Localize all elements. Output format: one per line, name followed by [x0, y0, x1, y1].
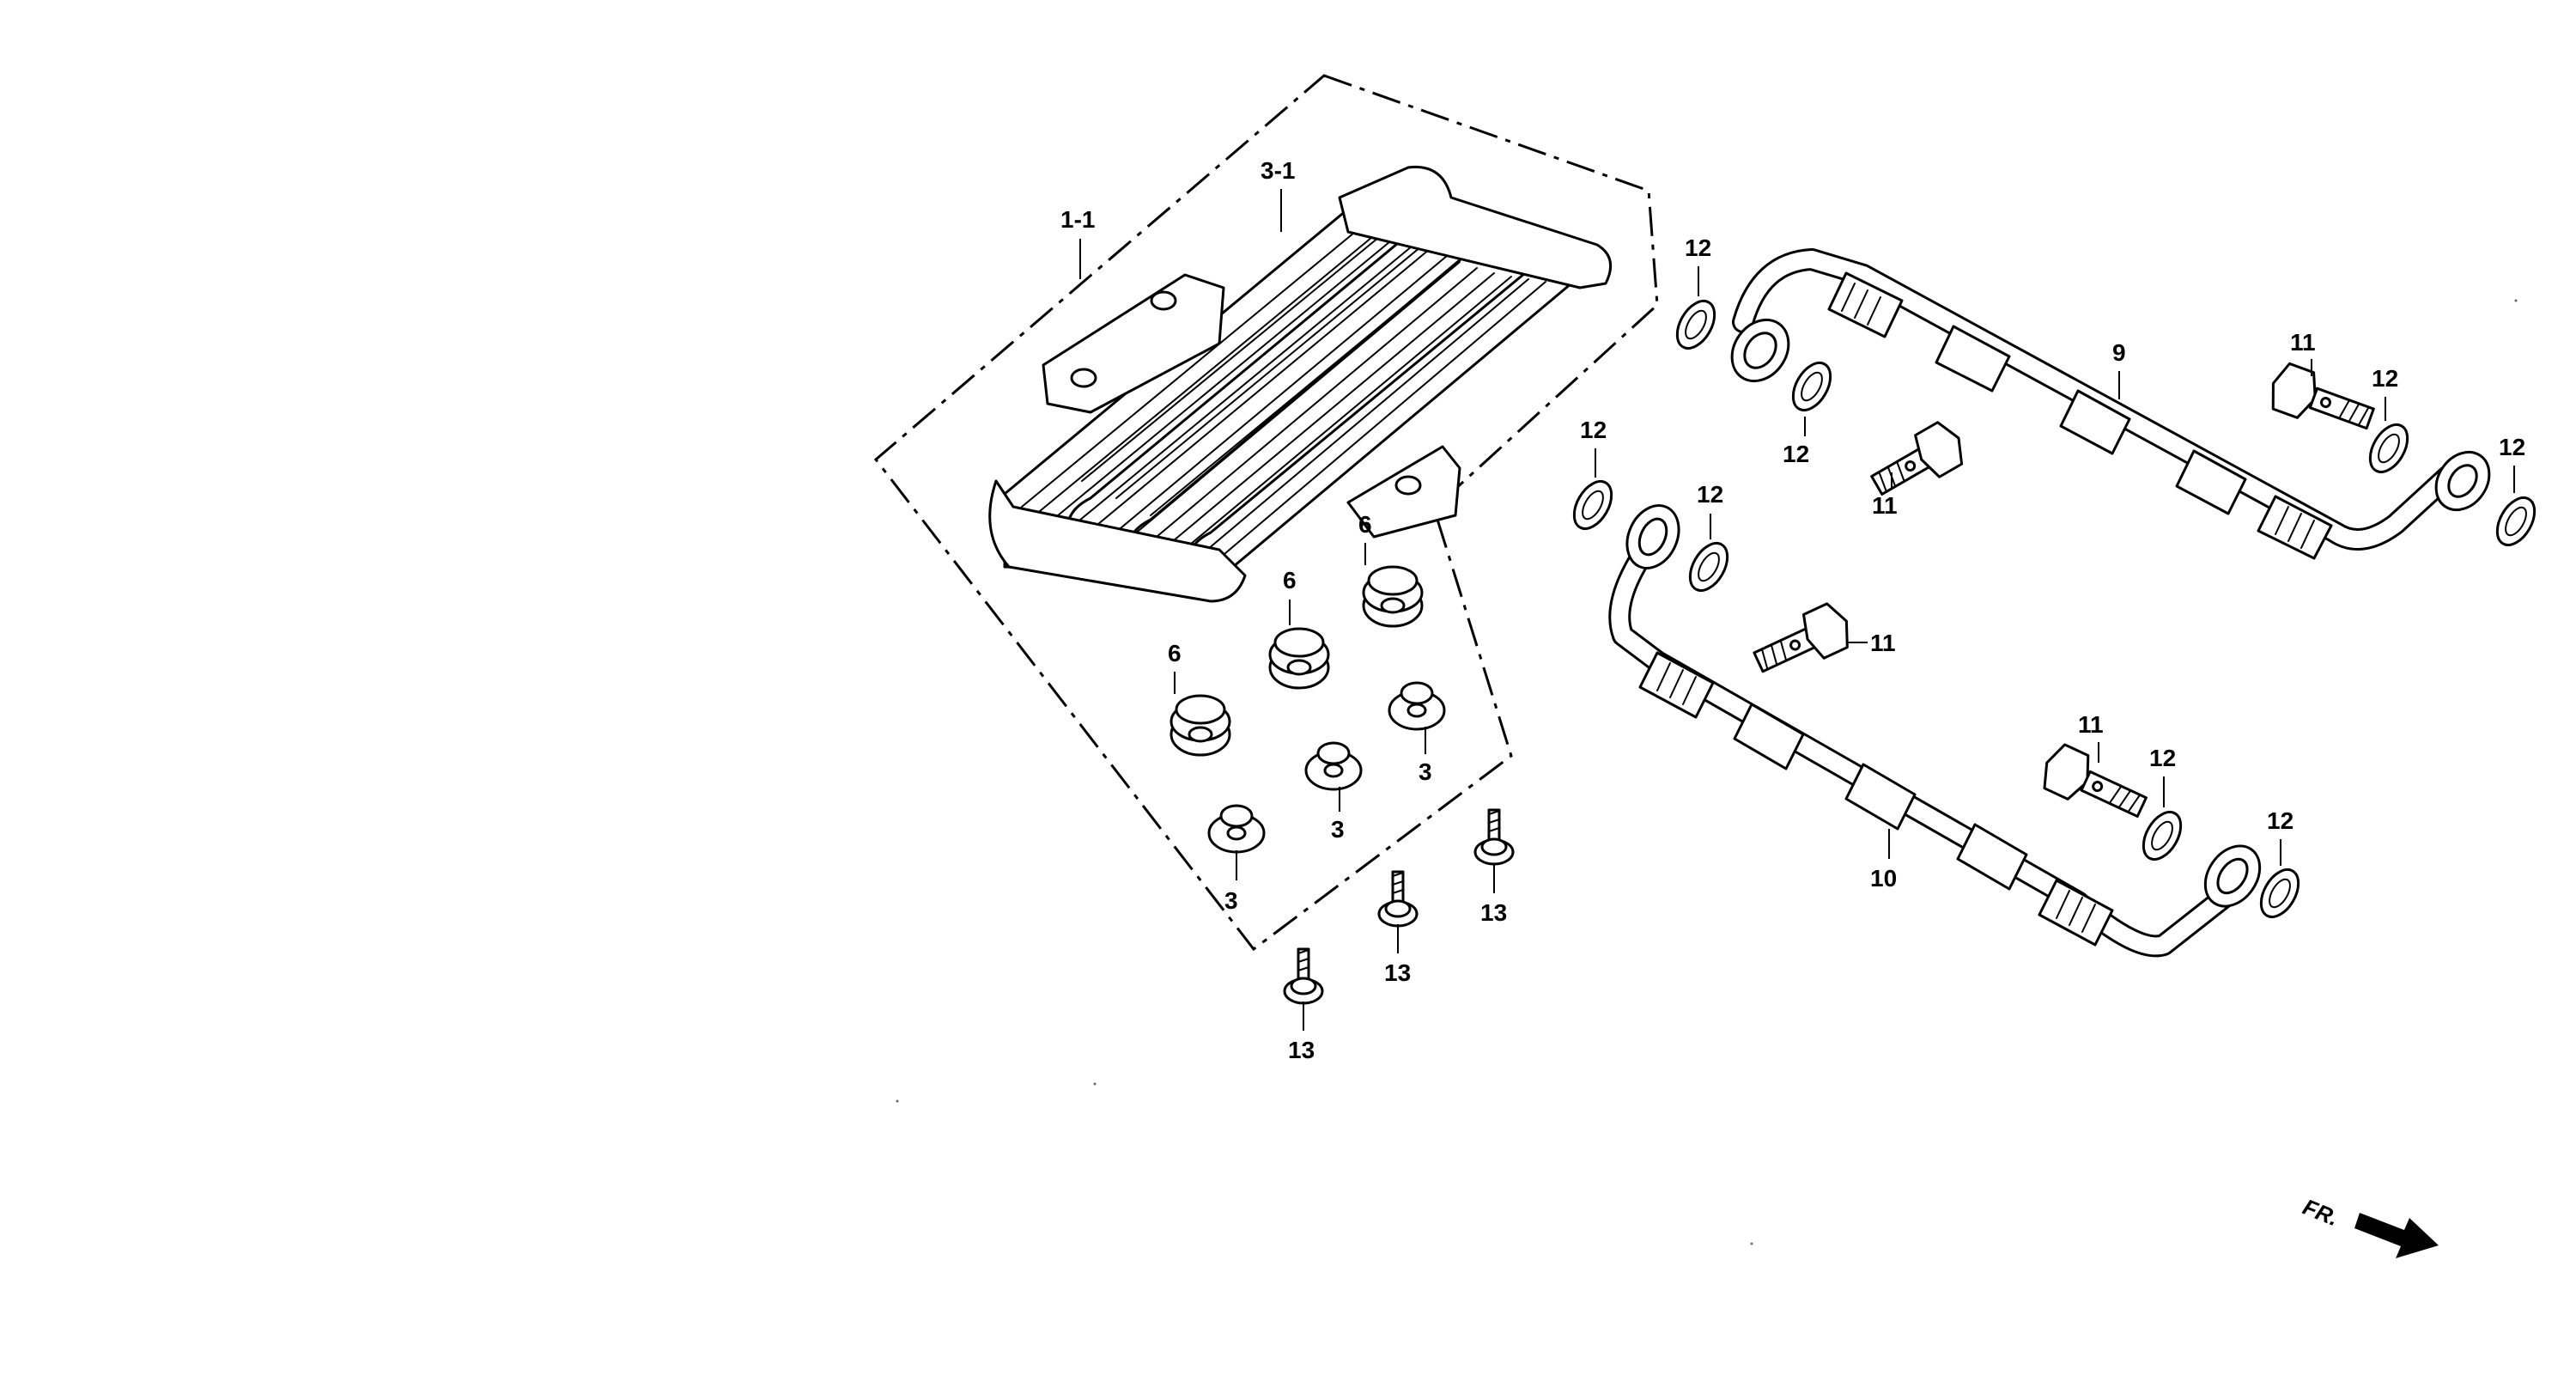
- label-collar: 3: [1331, 816, 1345, 843]
- sealing-washer[interactable]: [1566, 475, 1619, 535]
- bolt[interactable]: [1283, 947, 1324, 1005]
- sealing-washer[interactable]: [2362, 418, 2415, 478]
- label-oil-cooler: 1-1: [1060, 206, 1095, 233]
- front-direction-marker: FR.: [2300, 1194, 2439, 1258]
- label-sealing-washer: 12: [1685, 234, 1711, 261]
- label-sealing-washer: 12: [2267, 807, 2293, 834]
- label-collar: 3: [1224, 887, 1238, 914]
- banjo-bolt[interactable]: [2265, 361, 2379, 441]
- label-banjo-bolt: 11: [1870, 630, 1896, 656]
- label-sealing-washer: 12: [2149, 745, 2176, 771]
- label-bolt: 13: [1480, 899, 1507, 926]
- bolt[interactable]: [1377, 870, 1419, 928]
- label-oil-hose-upper: 9: [2112, 339, 2126, 366]
- label-sealing-washer: 12: [2372, 365, 2398, 392]
- front-arrow-icon: [2354, 1213, 2439, 1258]
- sealing-washer[interactable]: [2136, 806, 2188, 866]
- sealing-washer[interactable]: [2253, 863, 2306, 923]
- label-grommet: 6: [1358, 511, 1372, 538]
- label-banjo-bolt: 11: [2290, 329, 2316, 356]
- label-sealing-washer: 12: [1580, 417, 1607, 443]
- label-grommet: 6: [1283, 567, 1297, 594]
- front-label: FR.: [2300, 1194, 2342, 1232]
- banjo-bolt[interactable]: [1865, 417, 1971, 506]
- collar[interactable]: [1304, 741, 1363, 791]
- collar[interactable]: [1207, 804, 1266, 854]
- label-bolt: 13: [1384, 959, 1411, 986]
- label-grommet: 6: [1168, 640, 1182, 667]
- sealing-washer[interactable]: [2489, 491, 2542, 551]
- oil-hose-upper[interactable]: [1721, 248, 2500, 560]
- collar[interactable]: [1388, 681, 1446, 731]
- label-cooler-core: 3-1: [1261, 157, 1295, 184]
- label-banjo-bolt: 11: [1872, 492, 1898, 519]
- sealing-washer[interactable]: [1682, 537, 1735, 597]
- label-sealing-washer: 12: [1783, 441, 1809, 467]
- label-bolt: 13: [1288, 1037, 1315, 1063]
- bolt[interactable]: [1473, 808, 1515, 866]
- banjo-bolt[interactable]: [1748, 600, 1856, 685]
- banjo-bolt[interactable]: [2037, 741, 2152, 829]
- label-banjo-bolt: 11: [2078, 711, 2104, 738]
- grommet[interactable]: [1170, 694, 1231, 757]
- sealing-washer[interactable]: [1669, 295, 1722, 355]
- label-sealing-washer: 12: [1697, 481, 1723, 508]
- oil-hose-lower[interactable]: [1608, 497, 2271, 958]
- label-oil-hose-lower: 10: [1870, 865, 1897, 892]
- sealing-washer[interactable]: [1785, 356, 1838, 417]
- label-sealing-washer: 12: [2499, 434, 2525, 460]
- oil-cooler[interactable]: [988, 165, 1613, 603]
- hose-fittings: [1827, 271, 2333, 560]
- assembly-boundary: [873, 74, 1659, 952]
- grommet[interactable]: [1362, 565, 1424, 628]
- grommet[interactable]: [1268, 627, 1330, 690]
- label-collar: 3: [1419, 758, 1432, 785]
- hose-fittings: [1638, 651, 2114, 947]
